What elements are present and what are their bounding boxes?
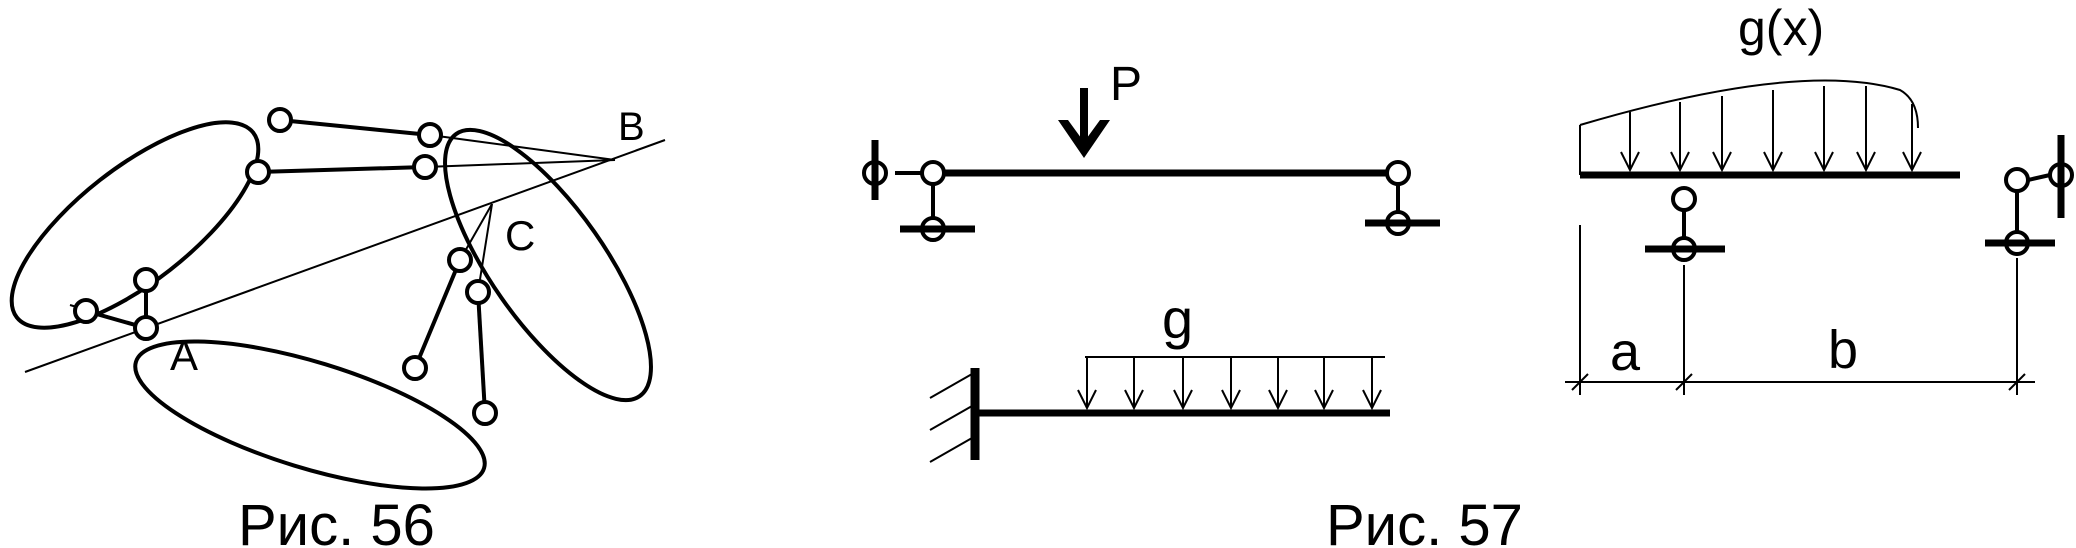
- load-arrow: [1763, 90, 1783, 173]
- line-to-c-2: [477, 203, 493, 293]
- dim-a-label: a: [1610, 322, 1641, 382]
- dim-tick: [1675, 373, 1693, 391]
- point-b-label: B: [618, 105, 645, 149]
- line-to-b-lower: [424, 159, 616, 168]
- beam-variable-load: g(x) a b: [1565, 0, 2074, 395]
- hinge: [447, 247, 473, 273]
- body-ellipse-bottom: [133, 339, 487, 491]
- load-arrow: [1268, 357, 1288, 411]
- load-arrow: [1670, 102, 1690, 173]
- point-c-label: C: [505, 212, 535, 259]
- load-arrow: [1077, 357, 1097, 411]
- load-arrow: [1221, 357, 1241, 411]
- load-arrow: [1314, 357, 1334, 411]
- load-arrow: [1814, 86, 1834, 173]
- hinge: [417, 122, 443, 148]
- hinge: [472, 400, 498, 426]
- body-ellipse-upper-left: [9, 120, 261, 330]
- dim-b-label: b: [1828, 320, 1858, 380]
- dim-tick: [2008, 373, 2026, 391]
- load-arrow: [1173, 357, 1193, 411]
- dim-tick: [1571, 373, 1589, 391]
- force-p-arrowhead: [1058, 120, 1110, 158]
- hinge: [412, 154, 438, 180]
- hinge: [2004, 167, 2030, 193]
- load-arrow: [1856, 86, 1876, 173]
- hinge: [133, 315, 159, 341]
- wall-hatch: [929, 437, 973, 463]
- support-link: [2027, 173, 2051, 182]
- hinge: [402, 355, 428, 381]
- load-g-label: g: [1162, 287, 1193, 350]
- hinge: [267, 107, 293, 133]
- load-arrow: [1124, 357, 1144, 411]
- load-arrow: [1902, 104, 1922, 173]
- variable-load-arrows: [1620, 86, 1922, 173]
- hinge: [1385, 160, 1411, 186]
- distributed-load-arrows: [1077, 357, 1382, 411]
- hinge: [465, 279, 491, 305]
- link-right-2: [476, 291, 487, 414]
- link-right-1: [413, 259, 462, 369]
- load-arrow: [1620, 112, 1640, 173]
- body-ellipse-right: [443, 127, 653, 403]
- link-middle: [257, 165, 426, 174]
- wall-hatch: [929, 373, 973, 399]
- load-gx-label: g(x): [1738, 0, 1824, 56]
- load-arrow: [1712, 96, 1732, 173]
- load-arrow: [1362, 357, 1382, 411]
- hinge: [73, 298, 99, 324]
- hinge: [245, 159, 271, 185]
- hinge: [133, 267, 159, 293]
- beam-point-load: P: [862, 58, 1440, 242]
- point-a-label: A: [170, 332, 198, 379]
- fig56-caption: Рис. 56: [238, 493, 435, 548]
- hinge: [1671, 186, 1697, 212]
- link-top: [279, 118, 431, 137]
- line-a-b: [24, 139, 666, 373]
- variable-load-curve: [1579, 79, 1919, 129]
- beam-cantilever: g: [929, 287, 1390, 463]
- fig57-caption: Рис. 57: [1326, 493, 1523, 548]
- hinge: [920, 160, 946, 186]
- force-p-label: P: [1110, 58, 1142, 111]
- fig56-mechanism: A B C: [9, 105, 666, 491]
- wall-hatch: [929, 405, 973, 431]
- line-to-b-upper: [429, 134, 616, 161]
